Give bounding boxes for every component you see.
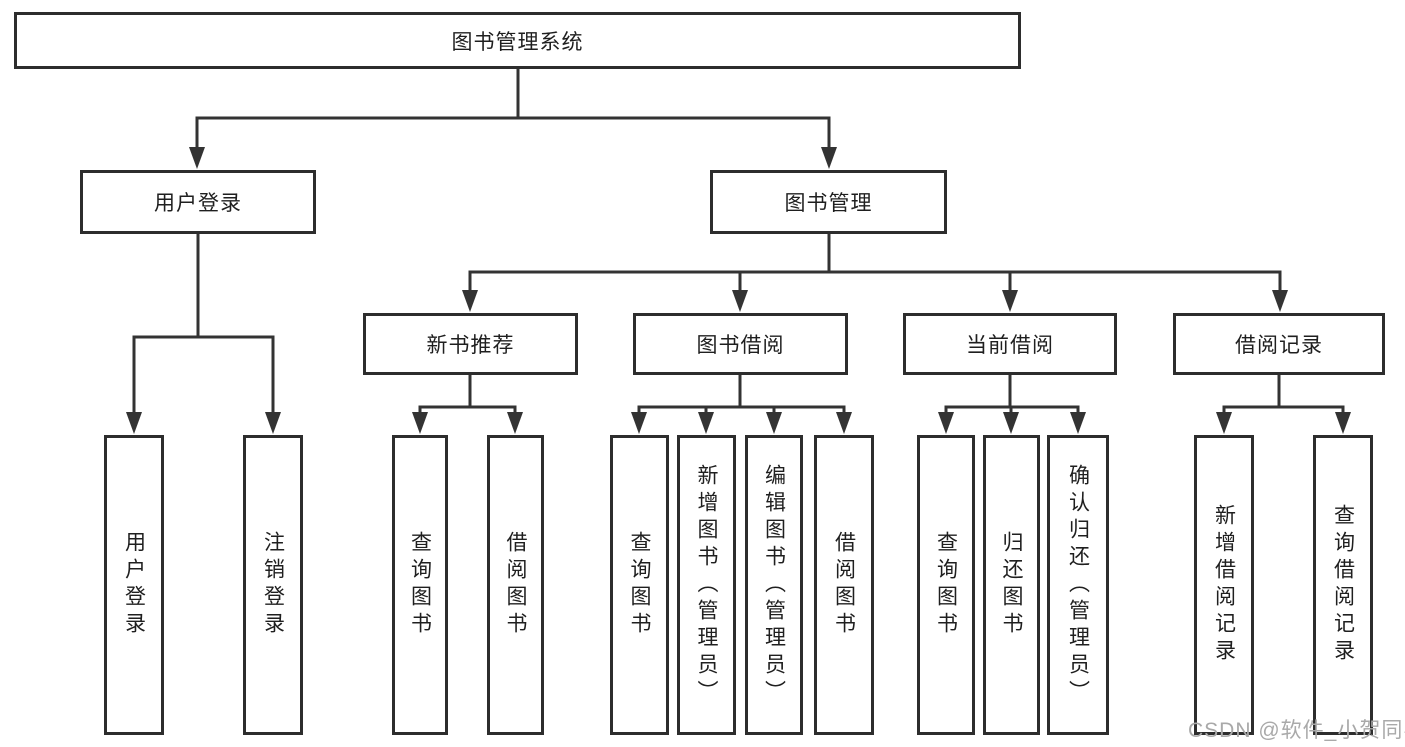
leaf-label: 新增图书（管理员）	[695, 463, 718, 707]
leaf-label: 借阅图书	[504, 531, 527, 639]
leaf-label: 新增借阅记录	[1212, 504, 1236, 666]
leaf-add-borrow-record: 新增借阅记录	[1194, 435, 1254, 735]
csdn-watermark: CSDN @软件_小贺同学	[1188, 719, 1405, 742]
node-label: 借阅记录	[1235, 334, 1323, 357]
arrowhead	[1272, 290, 1288, 312]
edge-user-to-leaves	[132, 234, 275, 416]
arrowhead	[1003, 412, 1019, 434]
leaf-label: 编辑图书（管理员）	[762, 463, 786, 707]
node-label: 新书推荐	[426, 334, 515, 357]
node-user-login-branch: 用户登录	[80, 170, 316, 234]
edge-root-to-level2	[195, 69, 831, 150]
leaf-label: 查询借阅记录	[1331, 504, 1355, 666]
edge-borrow-to-leaves	[637, 375, 846, 416]
arrowhead	[836, 412, 852, 434]
arrowhead	[462, 290, 478, 312]
arrowheads	[126, 147, 1351, 434]
arrowhead	[126, 412, 142, 434]
leaf-label: 查询图书	[408, 531, 432, 639]
arrowhead	[766, 412, 782, 434]
arrowhead	[1002, 290, 1018, 312]
leaf-confirm-return-admin: 确认归还（管理员）	[1047, 435, 1109, 735]
leaf-return-books: 归还图书	[983, 435, 1040, 735]
edge-book-to-level3	[468, 234, 1282, 294]
arrowhead	[1070, 412, 1086, 434]
node-label: 当前借阅	[966, 334, 1054, 357]
leaf-label: 注销登录	[261, 531, 285, 639]
arrowhead	[412, 412, 428, 434]
arrowhead	[698, 412, 714, 434]
leaf-query-books: 查询图书	[917, 435, 975, 735]
leaf-label: 归还图书	[1000, 531, 1023, 639]
leaf-edit-book-admin: 编辑图书（管理员）	[745, 435, 803, 735]
leaf-label: 确认归还（管理员）	[1066, 463, 1090, 707]
node-book-borrowing: 图书借阅	[633, 313, 848, 375]
leaf-query-books: 查询图书	[392, 435, 448, 735]
leaf-user-login: 用户登录	[104, 435, 164, 735]
arrowhead	[732, 290, 748, 312]
leaf-label: 查询图书	[628, 531, 651, 639]
arrowhead	[1216, 412, 1232, 434]
arrowhead	[1335, 412, 1351, 434]
leaf-label: 查询图书	[934, 531, 958, 639]
leaf-label: 用户登录	[122, 531, 146, 639]
leaf-borrow-books: 借阅图书	[487, 435, 544, 735]
arrowhead	[189, 147, 205, 169]
leaf-logout: 注销登录	[243, 435, 303, 735]
node-label: 图书借阅	[696, 334, 785, 357]
leaf-query-borrow-record: 查询借阅记录	[1313, 435, 1373, 735]
arrowhead	[631, 412, 647, 434]
node-borrowing-records: 借阅记录	[1173, 313, 1385, 375]
node-current-borrowing: 当前借阅	[903, 313, 1117, 375]
arrowhead	[265, 412, 281, 434]
leaf-add-book-admin: 新增图书（管理员）	[677, 435, 736, 735]
arrowhead	[821, 147, 837, 169]
arrowhead	[938, 412, 954, 434]
edge-newbook-to-leaves	[418, 375, 517, 416]
edge-current-to-leaves	[944, 375, 1080, 416]
arrowhead	[507, 412, 523, 434]
node-label: 用户登录	[154, 192, 242, 215]
node-library-system: 图书管理系统	[14, 12, 1021, 69]
leaf-label: 借阅图书	[832, 531, 856, 639]
node-label: 图书管理	[784, 192, 873, 215]
node-new-book-recommend: 新书推荐	[363, 313, 578, 375]
leaf-borrow-books: 借阅图书	[814, 435, 874, 735]
edge-records-to-leaves	[1222, 375, 1345, 416]
node-book-management-branch: 图书管理	[710, 170, 947, 234]
node-label: 图书管理系统	[451, 30, 584, 54]
leaf-query-books: 查询图书	[610, 435, 669, 735]
